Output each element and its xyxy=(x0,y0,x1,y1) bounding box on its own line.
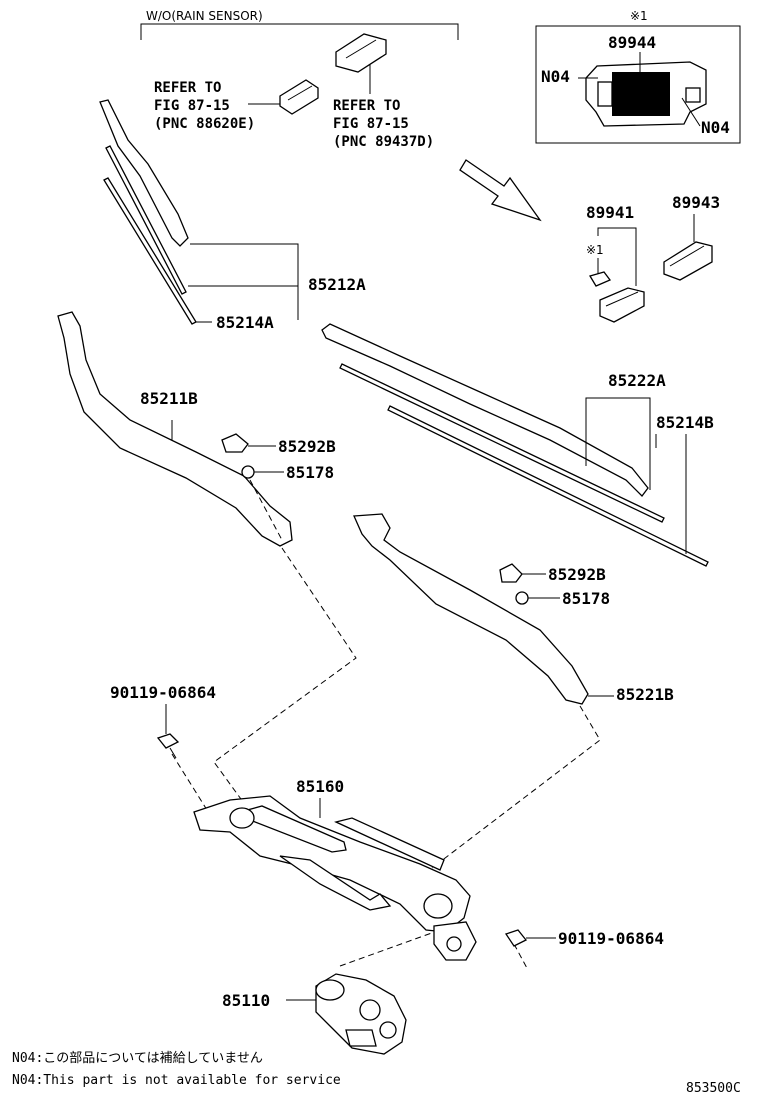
left-wiper-blade: 85212A 85214A xyxy=(99,99,366,332)
ref2-line3: (PNC 89437D) xyxy=(333,134,434,150)
ref1-line2: FIG 87-15 xyxy=(154,98,230,114)
part-89941 xyxy=(599,287,645,323)
bolt-top xyxy=(156,733,180,749)
mark-1: ※1 xyxy=(586,243,604,257)
label-85292B-left: 85292B xyxy=(278,437,336,456)
bolt-bottom xyxy=(504,929,528,947)
label-89943: 89943 xyxy=(672,193,720,212)
nut-85178-left xyxy=(241,465,255,479)
wiper-motor: 85110 xyxy=(222,973,407,1055)
label-85160: 85160 xyxy=(296,777,344,796)
label-89941: 89941 xyxy=(586,203,634,222)
bolt-top-group: 90119-06864 xyxy=(110,683,216,759)
footer-note-en: N04:This part is not available for servi… xyxy=(12,1073,341,1088)
right-wiper-arm: 85221B 85292B 85178 xyxy=(353,513,674,705)
ref1-line1: REFER TO xyxy=(154,80,221,96)
reference-2: REFER TO FIG 87-15 (PNC 89437D) xyxy=(333,33,434,150)
part-89943-group: 89943 xyxy=(663,193,720,281)
left-wiper-arm: 85211B 85292B 85178 xyxy=(57,311,336,547)
inset-note-left: N04 xyxy=(541,67,570,86)
ref1-line3: (PNC 88620E) xyxy=(154,116,255,132)
variant-bracket: W/O(RAIN SENSOR) xyxy=(140,9,459,40)
rain-sensor-part-2 xyxy=(335,33,387,73)
wiper-linkage: 85160 xyxy=(193,777,477,961)
right-wiper-blade: 85222A 85214B xyxy=(321,323,714,567)
label-85110: 85110 xyxy=(222,991,270,1010)
dash-right-arm xyxy=(431,705,601,869)
ref2-line2: FIG 87-15 xyxy=(333,116,409,132)
inset-note-right: N04 xyxy=(701,118,730,137)
label-90119-bottom: 90119-06864 xyxy=(558,929,664,948)
cap-85292B-right xyxy=(499,563,523,583)
inset-part-number: 89944 xyxy=(608,33,656,52)
label-85178-right: 85178 xyxy=(562,589,610,608)
label-85214B: 85214B xyxy=(656,413,714,432)
reference-1: REFER TO FIG 87-15 (PNC 88620E) xyxy=(154,79,319,132)
cap-85292B-left xyxy=(221,433,249,453)
ref2-line1: REFER TO xyxy=(333,98,400,114)
label-85292B-right: 85292B xyxy=(548,565,606,584)
dash-left-arm xyxy=(213,547,357,807)
inset-box: ※1 89944 N04 N04 xyxy=(535,9,741,144)
label-85214A: 85214A xyxy=(216,313,274,332)
nut-85178-right xyxy=(515,591,529,605)
label-85221B: 85221B xyxy=(616,685,674,704)
direction-arrow xyxy=(459,159,542,222)
inset-mark: ※1 xyxy=(630,9,648,23)
label-85212A: 85212A xyxy=(308,275,366,294)
label-90119-top: 90119-06864 xyxy=(110,683,216,702)
label-85222A: 85222A xyxy=(608,371,666,390)
part-89941-group: 89941 ※1 xyxy=(586,203,645,323)
label-85211B: 85211B xyxy=(140,389,198,408)
bolt-bottom-group: 90119-06864 xyxy=(504,929,664,948)
diagram-id: 853500C xyxy=(686,1081,741,1096)
rain-sensor-part-1 xyxy=(279,79,319,115)
part-89943 xyxy=(663,241,713,281)
label-85178-left: 85178 xyxy=(286,463,334,482)
variant-label: W/O(RAIN SENSOR) xyxy=(146,9,263,23)
footer-note-ja: N04:この部品については補給していません xyxy=(12,1051,263,1066)
